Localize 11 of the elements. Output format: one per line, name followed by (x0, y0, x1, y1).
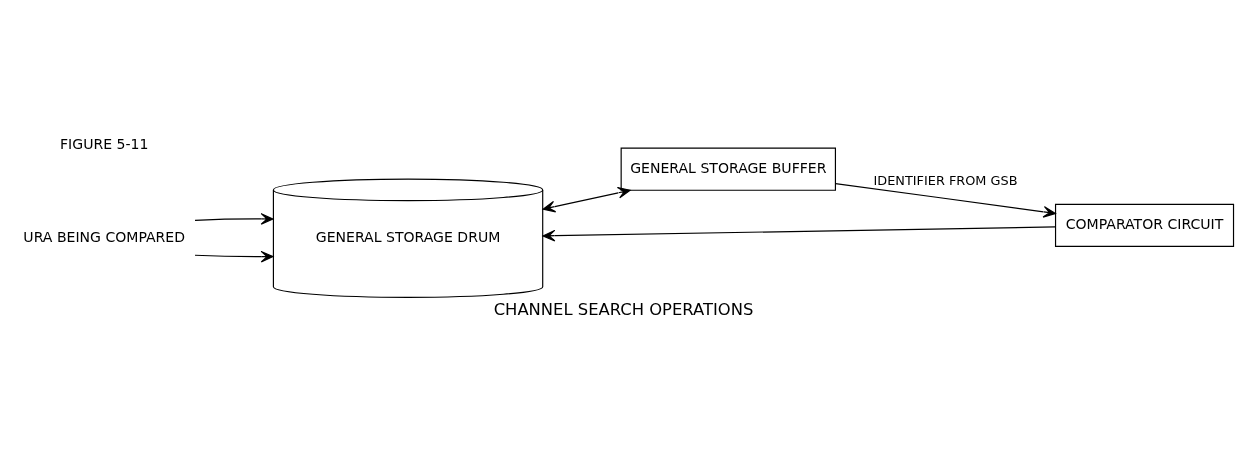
label: FIGURE 5-11 (60, 136, 149, 153)
node-text: URA BEING COMPARED (23, 228, 186, 245)
arrow (542, 226, 1056, 242)
arrow (194, 213, 274, 225)
arrow (834, 183, 1056, 218)
node-box: GENERAL STORAGE BUFFER (620, 147, 836, 191)
arrow (194, 250, 274, 263)
node-box: COMPARATOR CIRCUIT (1054, 203, 1235, 248)
caption: CHANNEL SEARCH OPERATIONS (493, 300, 754, 320)
edge-label: IDENTIFIER FROM GSB (873, 173, 1018, 189)
arrow (542, 187, 631, 213)
